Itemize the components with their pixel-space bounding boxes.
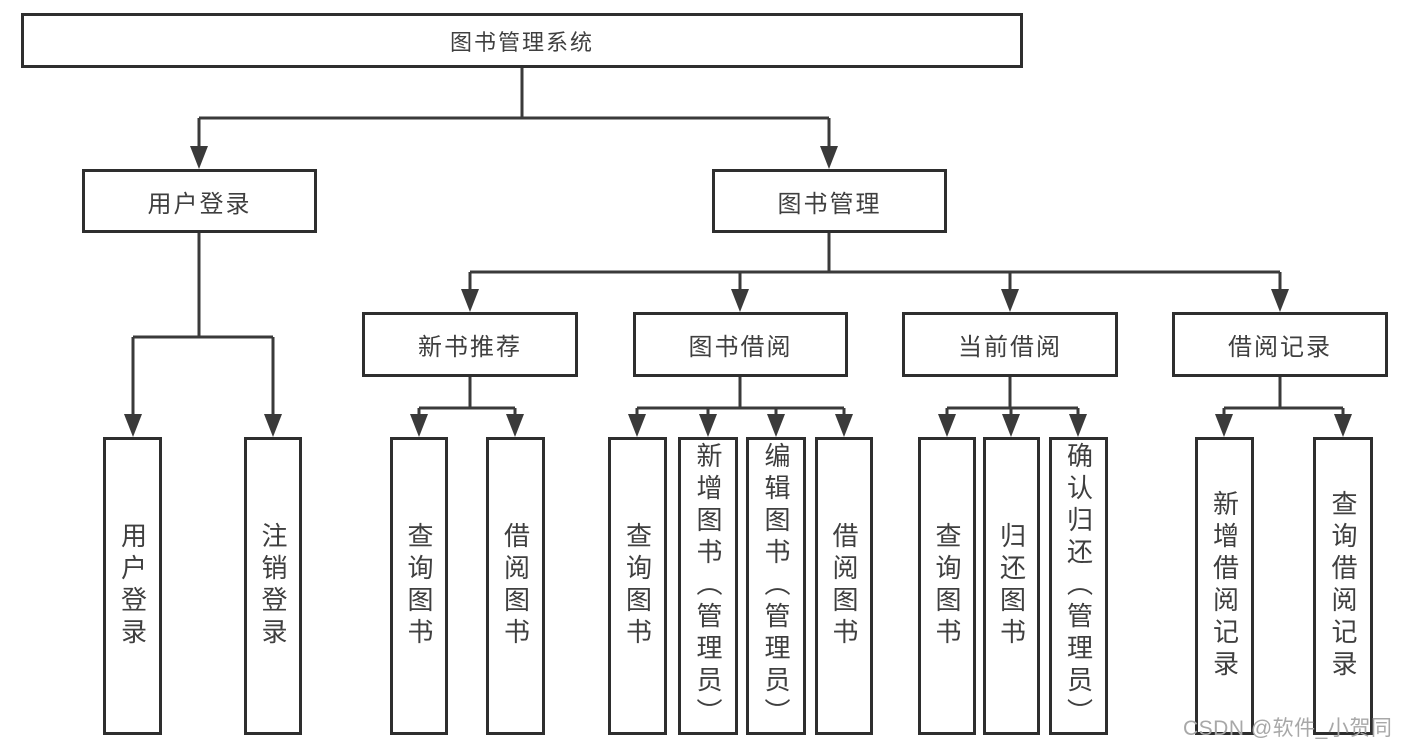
node-book-borrow: 图书借阅: [633, 312, 848, 377]
leaf-query-books-current: 查询图书: [918, 437, 976, 735]
leaf-query-books-newbook: 查询图书: [390, 437, 448, 735]
leaf-confirm-return-admin: 确认归还（管理员）: [1049, 437, 1108, 735]
leaf-user-login: 用户登录: [103, 437, 162, 735]
leaf-borrow-books-newbook: 借阅图书: [486, 437, 545, 735]
leaf-add-borrow-record: 新增借阅记录: [1195, 437, 1254, 735]
leaf-logout-login: 注销登录: [244, 437, 302, 735]
node-current-borrow: 当前借阅: [902, 312, 1118, 377]
leaf-query-borrow-record: 查询借阅记录: [1313, 437, 1373, 735]
leaf-borrow-books-borrow: 借阅图书: [815, 437, 873, 735]
node-new-book-recommend: 新书推荐: [362, 312, 578, 377]
node-book-management: 图书管理: [712, 169, 947, 233]
leaf-return-books: 归还图书: [983, 437, 1040, 735]
leaf-query-books-borrow: 查询图书: [608, 437, 667, 735]
leaf-add-book-admin: 新增图书（管理员）: [678, 437, 738, 735]
node-user-login: 用户登录: [82, 169, 317, 233]
node-library-management-system: 图书管理系统: [21, 13, 1023, 68]
watermark: CSDN @软件_小贺同学: [1183, 717, 1393, 740]
node-borrow-records: 借阅记录: [1172, 312, 1388, 377]
leaf-edit-book-admin: 编辑图书（管理员）: [746, 437, 806, 735]
